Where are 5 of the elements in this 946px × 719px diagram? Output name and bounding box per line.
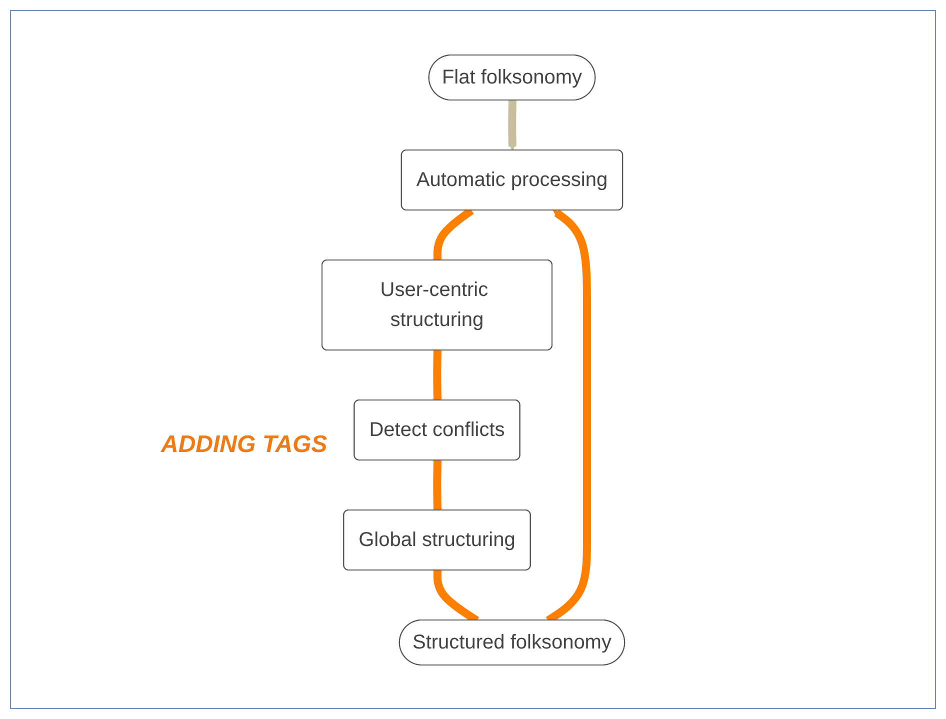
node-text: User-centric structuring	[380, 278, 488, 330]
connector	[432, 460, 442, 510]
connector	[432, 350, 442, 400]
cycle-label: ADDING TAGS	[161, 431, 328, 459]
arrow	[508, 100, 516, 150]
